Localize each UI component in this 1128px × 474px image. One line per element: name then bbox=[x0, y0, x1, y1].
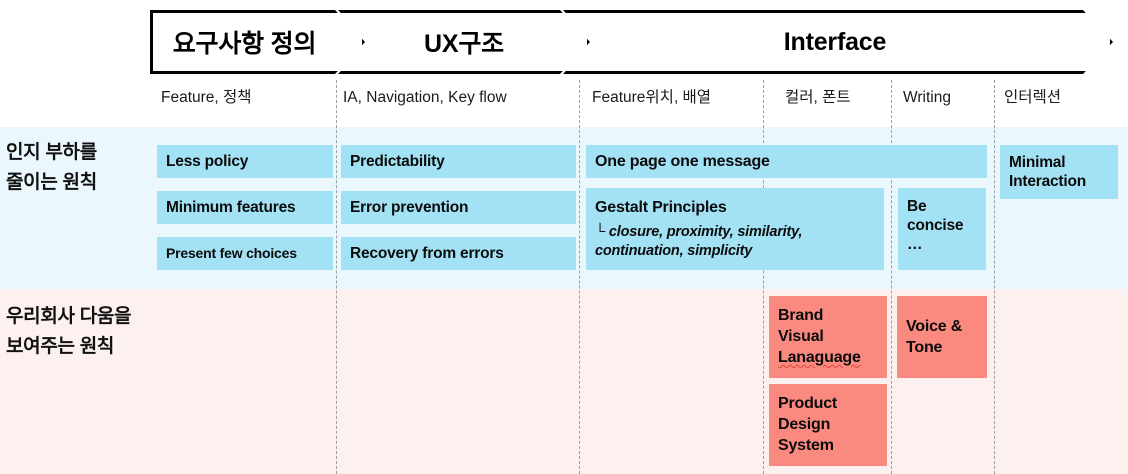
column-divider-5 bbox=[994, 80, 995, 474]
card-product-design-system-line2: Design bbox=[778, 416, 831, 433]
column-header-interaction: 인터렉션 bbox=[1004, 89, 1062, 106]
column-header-writing: Writing bbox=[903, 89, 951, 106]
row-label-cognitive-load-line2: 줄이는 원칙 bbox=[6, 172, 97, 193]
card-brand-visual-language-line1: Brand bbox=[778, 307, 824, 324]
row-label-brand-identity-line2: 보여주는 원칙 bbox=[6, 336, 115, 357]
card-error-prevention-label: Error prevention bbox=[350, 199, 469, 216]
phase-chevron-ux-structure: UX구조 bbox=[338, 10, 590, 74]
card-brand-visual-language-line3: Lanaguage bbox=[778, 349, 861, 366]
phase-banner: 요구사항 정의 UX구조 Interface bbox=[150, 10, 1113, 74]
card-voice-and-tone-line1: Voice & bbox=[906, 318, 963, 335]
phase-chevron-requirements: 요구사항 정의 bbox=[150, 10, 365, 74]
row-label-brand-identity-line1: 우리회사 다움을 bbox=[6, 306, 132, 327]
card-less-policy-label: Less policy bbox=[166, 153, 249, 170]
card-recovery-from-errors-label: Recovery from errors bbox=[350, 245, 504, 262]
column-divider-1 bbox=[336, 80, 337, 474]
card-gestalt-sub-line2: continuation, simplicity bbox=[595, 243, 753, 259]
card-present-few-choices-label: Present few choices bbox=[166, 245, 297, 261]
phase-label-requirements: 요구사항 정의 bbox=[172, 30, 317, 58]
card-minimum-features[interactable]: Minimum features bbox=[157, 191, 333, 224]
card-one-page-one-message[interactable]: One page one message bbox=[586, 145, 987, 178]
column-divider-4 bbox=[891, 80, 892, 474]
phase-chevron-interface: Interface bbox=[563, 10, 1113, 74]
card-product-design-system[interactable]: Product Design System bbox=[769, 384, 887, 466]
column-header-color-font: 컬러, 폰트 bbox=[785, 89, 851, 106]
column-divider-3 bbox=[763, 80, 764, 474]
row-label-brand-identity: 우리회사 다움을 보여주는 원칙 bbox=[6, 302, 156, 362]
column-header-feature-position: Feature위치, 배열 bbox=[592, 89, 712, 106]
card-predictability-label: Predictability bbox=[350, 153, 445, 170]
card-less-policy[interactable]: Less policy bbox=[157, 145, 333, 178]
row-label-cognitive-load: 인지 부하를 줄이는 원칙 bbox=[6, 138, 156, 198]
card-product-design-system-line1: Product bbox=[778, 395, 838, 412]
phase-label-interface: Interface bbox=[783, 27, 887, 56]
card-one-page-one-message-label: One page one message bbox=[595, 153, 770, 170]
card-gestalt-sub-line1: └ closure, proximity, similarity, bbox=[595, 224, 803, 240]
card-minimal-interaction-line1: Minimal bbox=[1009, 154, 1066, 171]
column-divider-2 bbox=[579, 80, 580, 474]
column-header-ia-navigation: IA, Navigation, Key flow bbox=[343, 89, 507, 106]
card-be-concise-line2: concise bbox=[907, 217, 964, 234]
card-minimal-interaction[interactable]: Minimal Interaction bbox=[1000, 145, 1118, 199]
card-product-design-system-line3: System bbox=[778, 437, 834, 454]
card-minimum-features-label: Minimum features bbox=[166, 199, 296, 216]
card-be-concise-line3: … bbox=[907, 236, 923, 253]
row-label-cognitive-load-line1: 인지 부하를 bbox=[6, 142, 97, 163]
phase-label-ux-structure: UX구조 bbox=[424, 30, 504, 58]
column-header-feature-policy: Feature, 정책 bbox=[161, 89, 252, 106]
card-gestalt-principles-title: Gestalt Principles bbox=[595, 199, 727, 216]
card-brand-visual-language-line2: Visual bbox=[778, 328, 824, 345]
card-gestalt-principles[interactable]: Gestalt Principles └ closure, proximity,… bbox=[586, 188, 884, 270]
card-voice-and-tone[interactable]: Voice & Tone bbox=[897, 296, 987, 378]
card-error-prevention[interactable]: Error prevention bbox=[341, 191, 576, 224]
card-brand-visual-language[interactable]: Brand Visual Lanaguage bbox=[769, 296, 887, 378]
card-predictability[interactable]: Predictability bbox=[341, 145, 576, 178]
card-recovery-from-errors[interactable]: Recovery from errors bbox=[341, 237, 576, 270]
card-gestalt-principles-sub: └ closure, proximity, similarity, contin… bbox=[595, 223, 875, 261]
card-voice-and-tone-line2: Tone bbox=[906, 339, 943, 356]
card-be-concise-line1: Be bbox=[907, 198, 927, 215]
card-present-few-choices[interactable]: Present few choices bbox=[157, 237, 333, 270]
card-minimal-interaction-line2: Interaction bbox=[1009, 173, 1087, 190]
card-be-concise[interactable]: Be concise … bbox=[898, 188, 986, 270]
